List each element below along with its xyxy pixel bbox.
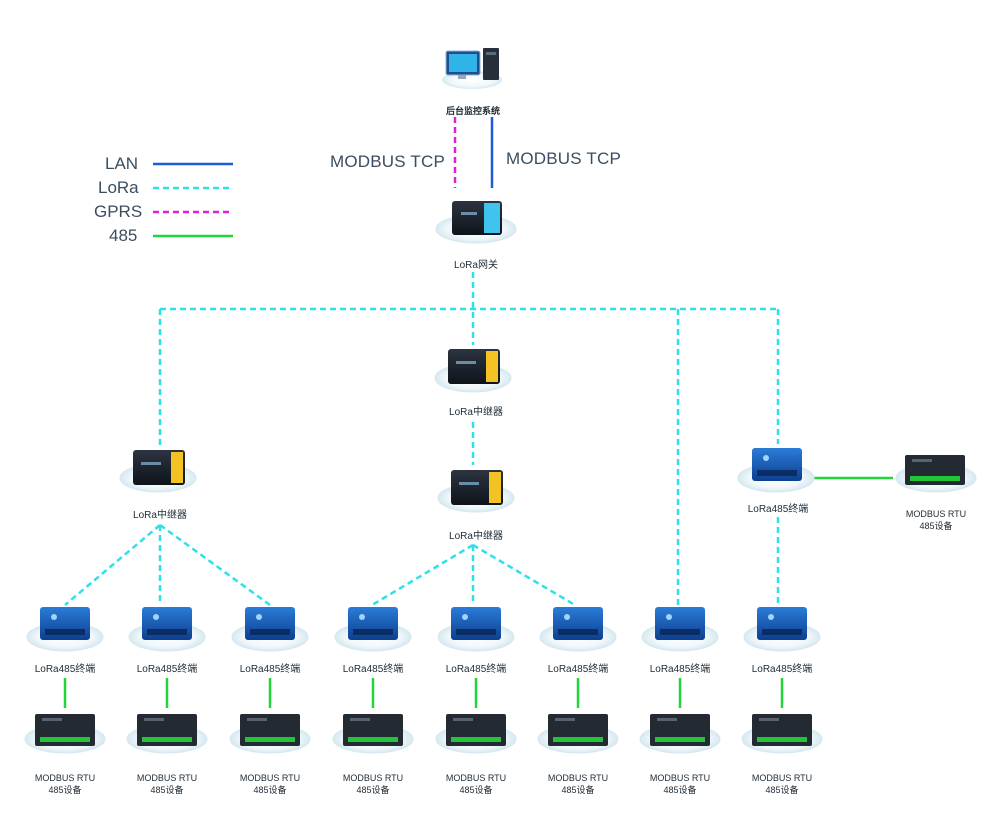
side-485-device-icon	[895, 455, 977, 493]
terminal-label: LoRa485终端	[136, 664, 198, 675]
monitoring-system-label: 后台监控系统	[445, 106, 501, 116]
rs485-links	[63, 476, 893, 708]
legend	[153, 162, 233, 238]
terminal-icon	[437, 607, 515, 652]
terminal-label: LoRa485终端	[34, 664, 96, 675]
repeater-center-top-label: LoRa中继器	[449, 407, 503, 418]
device-icon	[435, 714, 517, 754]
device-label-line1: MODBUS RTU	[751, 773, 813, 783]
device-icon	[126, 714, 208, 754]
bottom-devices	[24, 714, 823, 754]
terminal-label: LoRa485终端	[547, 664, 609, 675]
legend-label-gprs: GPRS	[94, 202, 143, 221]
terminal-icon	[334, 607, 412, 652]
device-icon	[741, 714, 823, 754]
right-terminal-icon	[737, 448, 815, 493]
device-label-line1: MODBUS RTU	[649, 773, 711, 783]
side-device-label-line1: MODBUS RTU	[905, 509, 967, 519]
device-label-line2: 485设备	[765, 785, 799, 795]
lora-gateway-icon	[435, 201, 517, 244]
device-label-line2: 485设备	[253, 785, 287, 795]
modbus-tcp-left-label: MODBUS TCP	[330, 152, 446, 171]
device-icon	[229, 714, 311, 754]
bottom-terminals	[26, 607, 821, 652]
terminal-icon	[231, 607, 309, 652]
terminal-icon	[26, 607, 104, 652]
repeater-left-label: LoRa中继器	[133, 510, 187, 521]
device-label-line2: 485设备	[48, 785, 82, 795]
terminal-label: LoRa485终端	[445, 664, 507, 675]
device-label-line2: 485设备	[663, 785, 697, 795]
device-label-line2: 485设备	[150, 785, 184, 795]
device-label-line1: MODBUS RTU	[136, 773, 198, 783]
device-label-line1: MODBUS RTU	[34, 773, 96, 783]
device-icon	[332, 714, 414, 754]
legend-label-485: 485	[109, 226, 138, 245]
repeater-center-bottom-label: LoRa中继器	[449, 531, 503, 542]
device-icon	[639, 714, 721, 754]
device-icon	[24, 714, 106, 754]
legend-label-lora: LoRa	[98, 178, 139, 197]
terminal-label: LoRa485终端	[239, 664, 301, 675]
device-label-line1: MODBUS RTU	[445, 773, 507, 783]
terminal-label: LoRa485终端	[751, 664, 813, 675]
lora-links	[64, 272, 780, 607]
gateway-label: LoRa网关	[454, 260, 498, 271]
device-label-line2: 485设备	[561, 785, 595, 795]
terminal-label: LoRa485终端	[649, 664, 711, 675]
repeater-center-top-icon	[434, 349, 512, 393]
terminal-icon	[743, 607, 821, 652]
device-label-line2: 485设备	[459, 785, 493, 795]
side-device-label-line2: 485设备	[919, 521, 953, 531]
modbus-tcp-right-label: MODBUS TCP	[506, 149, 622, 168]
device-label-line1: MODBUS RTU	[342, 773, 404, 783]
device-label-line1: MODBUS RTU	[547, 773, 609, 783]
terminal-icon	[539, 607, 617, 652]
terminal-icon	[128, 607, 206, 652]
terminal-icon	[641, 607, 719, 652]
terminal-label: LoRa485终端	[342, 664, 404, 675]
repeater-center-bottom-icon	[437, 470, 515, 513]
monitoring-pc-icon	[442, 48, 502, 89]
device-label-line2: 485设备	[356, 785, 390, 795]
device-label-line1: MODBUS RTU	[239, 773, 301, 783]
device-icon	[537, 714, 619, 754]
right-terminal-label: LoRa485终端	[747, 504, 809, 515]
repeater-left-icon	[119, 450, 197, 493]
legend-label-lan: LAN	[105, 154, 139, 173]
